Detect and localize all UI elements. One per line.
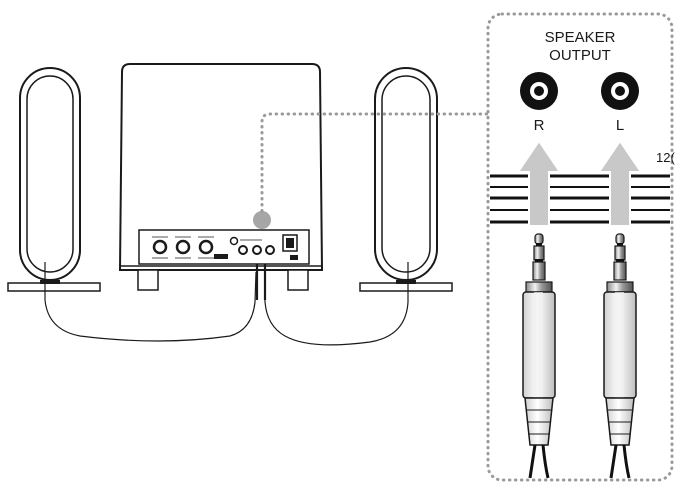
arrow-up-left-channel-icon [597, 139, 643, 227]
subwoofer-knobs [152, 236, 214, 259]
inset-panel [486, 12, 674, 482]
inset-title-line2: OUTPUT [549, 47, 611, 64]
inset-band-lines [490, 174, 670, 224]
callout-line [260, 112, 492, 213]
inset-title-line1: SPEAKER [545, 29, 616, 46]
left-speaker [7, 67, 101, 292]
plug-right-icon [522, 233, 556, 479]
speaker-cables [44, 262, 409, 346]
usb-port-icon [214, 254, 228, 259]
jack-right-label: R [534, 117, 545, 134]
arrow-up-right-channel-icon [516, 139, 562, 227]
jack-left-label: L [616, 117, 624, 134]
right-speaker [359, 67, 453, 292]
highlight-dot [253, 211, 271, 229]
jack-left-icon [601, 72, 639, 110]
jack-right-icon [520, 72, 558, 110]
subwoofer [118, 63, 324, 291]
plug-left-icon [603, 233, 637, 479]
voltage-label-partial: 12( [656, 150, 675, 165]
